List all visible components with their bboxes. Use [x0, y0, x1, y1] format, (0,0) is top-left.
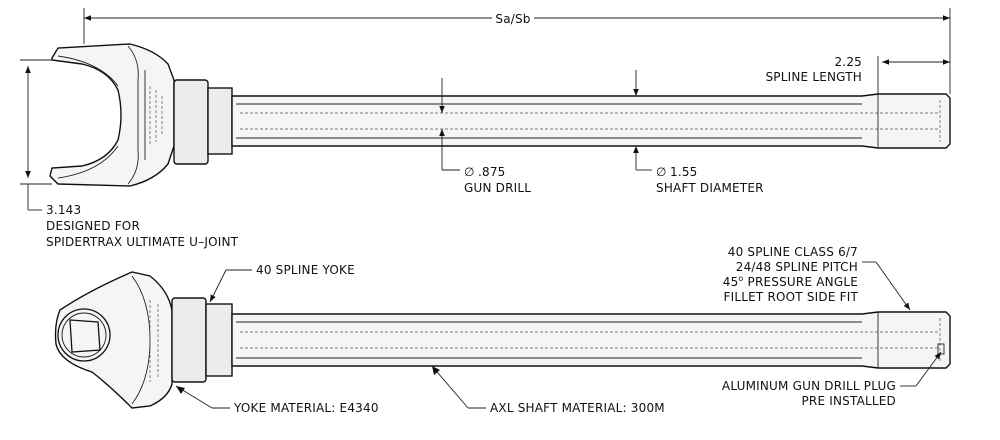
spline-spec-line-1: 40 SPLINE CLASS 6/7 [728, 245, 858, 259]
spline-spec-line-2: 24/48 SPLINE PITCH [736, 260, 858, 274]
yoke-width-note-1: DESIGNED FOR [46, 219, 140, 233]
callout-plug-line-2: PRE INSTALLED [801, 394, 896, 408]
callout-spline-yoke: 40 SPLINE YOKE [256, 263, 355, 277]
callout-shaft-material: AXL SHAFT MATERIAL: 300M [490, 401, 665, 415]
pressure-angle-text: PRESSURE ANGLE [744, 275, 858, 289]
spline-length-label: SPLINE LENGTH [765, 70, 862, 84]
gun-drill-value: .875 [478, 165, 506, 179]
degree-mark: o [738, 274, 743, 283]
spline-length-value: 2.25 [834, 55, 862, 69]
top-view: Sa/Sb 2.25 SPLINE LENGTH ∅ .875 GUN DRIL… [20, 8, 951, 249]
spline-spec-line-4: FILLET ROOT SIDE FIT [724, 290, 859, 304]
yoke-width-note-2: SPIDERTRAX ULTIMATE U–JOINT [46, 235, 239, 249]
bottom-view: 40 SPLINE YOKE 40 SPLINE CLASS 6/7 24/48… [54, 245, 951, 415]
callout-plug-line-1: ALUMINUM GUN DRILL PLUG [722, 379, 896, 393]
bottom-shaft [231, 311, 951, 369]
top-yoke [49, 43, 233, 187]
shaft-diameter-symbol: ∅ [656, 165, 667, 179]
gun-drill-label: GUN DRILL [464, 181, 531, 195]
bottom-yoke [54, 271, 233, 409]
shaft-diameter-value: 1.55 [670, 165, 698, 179]
shaft-diameter-label: SHAFT DIAMETER [656, 181, 764, 195]
overall-length-label: Sa/Sb [495, 12, 530, 26]
top-shaft [231, 93, 951, 149]
gun-drill-diameter-symbol: ∅ [464, 165, 475, 179]
yoke-width-value: 3.143 [46, 203, 81, 217]
spline-spec-line-3: 45o PRESSURE ANGLE [723, 274, 858, 289]
pressure-angle-value: 45 [723, 275, 739, 289]
callout-yoke-material: YOKE MATERIAL: E4340 [233, 401, 379, 415]
